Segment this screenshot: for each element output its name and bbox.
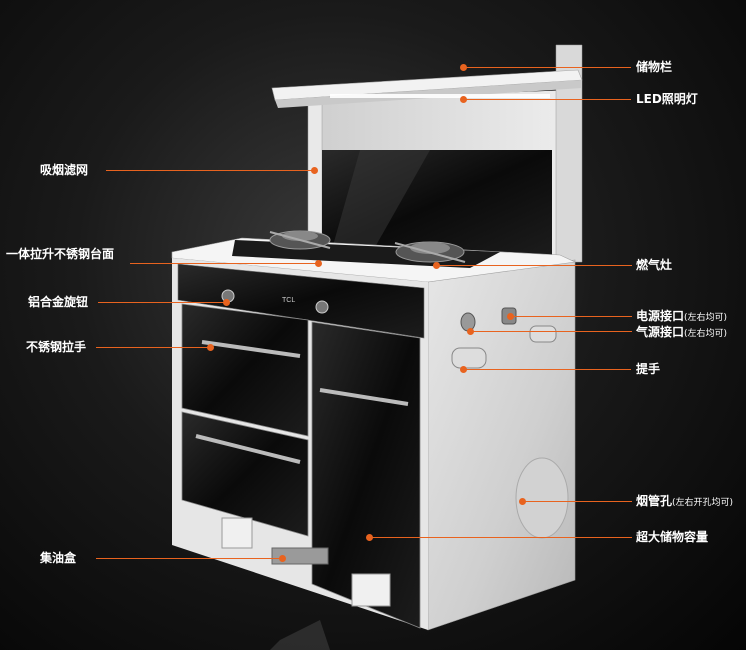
callout-dot [467,328,474,335]
left-upper-drawer [181,303,309,437]
label-oil-box: 集油盒 [40,551,77,565]
label-aluminum-knob: 铝合金旋钮 [28,295,89,309]
callout-dot [433,262,440,269]
callout-dot [207,344,214,351]
callout-dot [460,366,467,373]
callout-line [522,501,632,502]
label-gas-stove: 燃气灶 [636,258,673,272]
callout-line [369,537,632,538]
callout-dot [507,313,514,320]
label-led-light: LED照明灯 [636,92,698,106]
base-vents [221,517,391,607]
callout-line [96,558,282,559]
left-lower-drawer [181,411,309,537]
callout-line [436,265,632,266]
label-gas-port: 气源接口(左右均可) [636,325,728,339]
callout-line [463,99,631,100]
label-power-port: 电源接口(左右均可) [636,309,728,323]
callout-dot [279,555,286,562]
callout-dot [460,64,467,71]
right-storage-door [311,321,421,629]
label-grip-handle: 提手 [636,362,661,376]
label-lift-countertop: 一体拉升不锈钢台面 [6,247,115,261]
callout-line [98,302,226,303]
callout-line [130,263,318,264]
label-storage-shelf: 储物栏 [636,60,673,74]
callout-dot [223,299,230,306]
callout-line [463,67,631,68]
side-features [451,307,569,539]
callout-dot [519,498,526,505]
callout-dot [315,260,322,267]
callout-dot [366,534,373,541]
callout-line [463,369,631,370]
label-large-storage: 超大储物容量 [636,530,709,544]
label-smoke-filter: 吸烟滤网 [40,163,89,177]
label-flue-hole: 烟管孔(左右开孔均可) [636,494,734,508]
callout-dot [460,96,467,103]
label-steel-handle: 不锈钢拉手 [26,340,87,354]
callout-dot [311,167,318,174]
callout-line [510,316,632,317]
callout-line [470,331,632,332]
upper-hood [271,44,583,263]
gas-burners [269,230,466,263]
control-panel [177,263,425,339]
callout-line [96,347,210,348]
svg-text:TCL: TCL [282,297,295,304]
callout-line [106,170,314,171]
